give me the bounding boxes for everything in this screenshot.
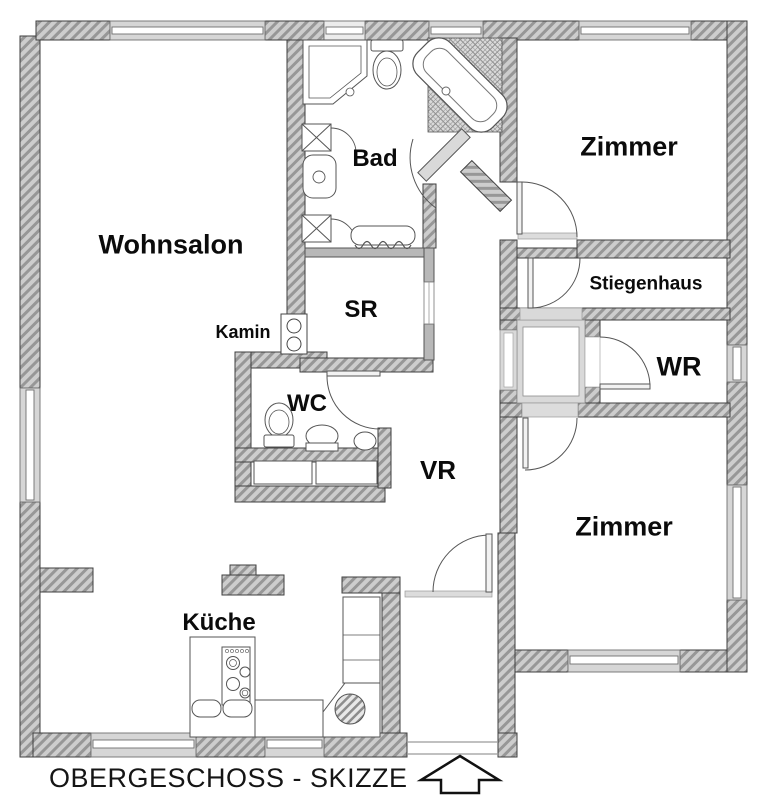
wall: [726, 599, 748, 673]
wall: [19, 501, 41, 758]
window: [428, 20, 484, 41]
wall: [234, 351, 252, 503]
wall: [423, 323, 435, 361]
fireplace: [280, 313, 308, 355]
corridor-opening: [407, 741, 498, 755]
wc-fixtures: [253, 402, 378, 485]
corner-unit: [322, 682, 381, 738]
wall-diagonal: [459, 159, 513, 213]
door-bad: [409, 128, 471, 209]
bidet: [305, 424, 339, 452]
wall: [364, 20, 430, 41]
kitchen-counter: [254, 699, 324, 738]
wall: [499, 402, 523, 418]
window: [578, 20, 692, 41]
label-bad: Bad: [352, 145, 398, 172]
sr-opening: [423, 281, 435, 325]
label-sr: SR: [344, 296, 378, 323]
vr-lobby-opening: [499, 329, 518, 391]
bath-mat: [350, 225, 416, 250]
wall-pier: [39, 567, 94, 593]
door-wc: [326, 370, 381, 430]
window: [109, 20, 266, 41]
wall: [341, 576, 401, 594]
label-kamin: Kamin: [215, 322, 271, 342]
threshold: [404, 590, 493, 598]
window: [323, 20, 366, 41]
wall: [679, 649, 728, 673]
wall: [482, 20, 580, 41]
window: [90, 732, 197, 758]
hand-basin: [353, 431, 377, 451]
window: [19, 387, 41, 503]
double-sink: [191, 699, 253, 718]
stair-lobby: [516, 319, 586, 404]
wall: [577, 402, 731, 418]
vanity-cabinet: [315, 460, 378, 485]
wall: [423, 247, 435, 283]
doors: [326, 128, 651, 593]
wall: [264, 20, 325, 41]
wall: [726, 20, 748, 346]
wall: [422, 183, 437, 249]
wall: [726, 381, 748, 486]
window: [726, 484, 748, 601]
label-wc: WC: [287, 390, 327, 417]
label-kueche: Küche: [182, 609, 256, 636]
drain-box: [301, 123, 357, 154]
threshold: [521, 402, 579, 418]
north-arrow-icon: [416, 754, 504, 795]
window: [726, 344, 748, 383]
wall: [576, 239, 731, 259]
wall: [234, 485, 386, 503]
bathtub-drain: [441, 86, 451, 96]
wall: [304, 247, 434, 258]
door-zimmer-bottom: [522, 417, 578, 471]
wall: [497, 732, 518, 758]
wall: [377, 427, 392, 489]
washbasin: [302, 154, 337, 199]
wall: [35, 20, 111, 41]
label-zimmer-top: Zimmer: [580, 131, 678, 162]
threshold: [519, 307, 583, 321]
wall: [516, 247, 578, 259]
bathtub: [412, 37, 508, 133]
label-wr: WR: [656, 351, 702, 382]
door-wr: [599, 336, 651, 390]
windows: [19, 20, 748, 758]
threshold: [517, 232, 578, 240]
toilet: [263, 402, 295, 448]
tall-cabinet: [342, 596, 381, 684]
kitchen-fixtures: [189, 596, 381, 738]
door-kueche: [432, 533, 493, 593]
label-wohnsalon: Wohnsalon: [98, 229, 244, 260]
vanity-cabinet: [253, 460, 313, 485]
chimney-block: [221, 574, 285, 596]
label-vr: VR: [419, 455, 457, 485]
shower: [302, 39, 368, 105]
bath-fixtures: [301, 39, 416, 250]
door-stiegenhaus: [527, 257, 581, 309]
interior-walls: [39, 37, 731, 734]
drain-box: [301, 214, 357, 245]
wall: [299, 357, 434, 373]
window: [567, 649, 681, 673]
door-zimmer-top: [516, 181, 578, 238]
wall: [381, 592, 401, 734]
stove: [221, 646, 251, 706]
wall: [584, 386, 601, 404]
wall: [584, 319, 601, 338]
doorway: [584, 336, 601, 388]
wall: [286, 39, 306, 316]
wall: [32, 732, 92, 758]
chimney-block: [229, 564, 257, 576]
page-title: OBERGESCHOSS - SKIZZE: [49, 763, 408, 793]
label-zimmer-bottom: Zimmer: [575, 511, 673, 542]
label-stiegenhaus: Stiegenhaus: [589, 273, 703, 295]
wall: [497, 532, 516, 734]
wall: [19, 35, 41, 389]
toilet: [370, 39, 404, 90]
